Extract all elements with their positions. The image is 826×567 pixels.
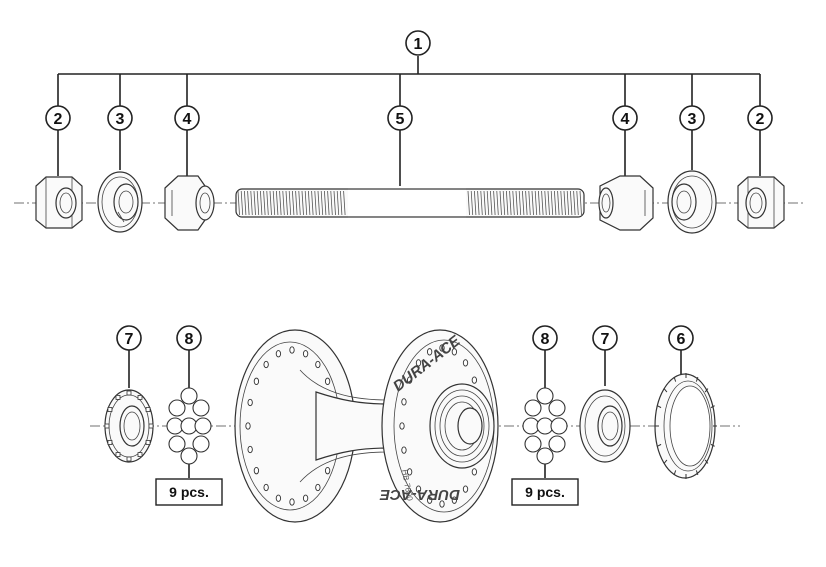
ball-bearing (168, 435, 186, 453)
ball-bearing (180, 387, 198, 405)
callout-6: 6 (668, 325, 694, 351)
lock-nut-right (737, 176, 785, 229)
svg-text:2: 2 (756, 111, 765, 128)
axle-threads-left (237, 190, 346, 216)
callout-5: 5 (387, 105, 413, 131)
pcs-box-right: 9 pcs. (511, 478, 579, 506)
brand-label-bottom: DURA-ACE (379, 486, 460, 503)
cone-left (164, 175, 215, 231)
bearing-ring-right (579, 389, 631, 463)
svg-text:4: 4 (183, 111, 192, 128)
svg-text:7: 7 (601, 331, 610, 348)
svg-text:9 pcs.: 9 pcs. (525, 484, 565, 500)
lock-nut-left (35, 176, 83, 229)
hub-body: DURA-ACE DURA-ACE HB-7600 (234, 329, 499, 523)
ball-bearing (536, 387, 554, 405)
callout-3-right: 3 (679, 105, 705, 131)
ball-bearing (168, 399, 186, 417)
axle-assembly: 1 2 3 4 5 4 3 2 (14, 30, 806, 234)
svg-text:8: 8 (185, 331, 194, 348)
callout-4-left: 4 (174, 105, 200, 131)
svg-text:5: 5 (396, 111, 405, 128)
callout-8-right: 8 (532, 325, 558, 351)
ball-bearings-right (522, 387, 568, 465)
callout-8-left: 8 (176, 325, 202, 351)
axle-threads-right (467, 190, 582, 216)
washer-left (97, 171, 143, 233)
pcs-box-left: 9 pcs. (155, 478, 223, 506)
ball-bearing (536, 447, 554, 465)
hub-assembly: 7 8 8 7 6 9 pcs. (90, 325, 740, 523)
svg-text:7: 7 (125, 331, 134, 348)
svg-text:6: 6 (677, 331, 686, 348)
ball-bearing (192, 399, 210, 417)
ball-bearing (550, 417, 568, 435)
washer-right (667, 170, 717, 234)
callout-2-right: 2 (747, 105, 773, 131)
ball-bearing (180, 447, 198, 465)
svg-text:3: 3 (688, 111, 697, 128)
callout-3-left: 3 (107, 105, 133, 131)
svg-text:3: 3 (116, 111, 125, 128)
callout-2-left: 2 (45, 105, 71, 131)
svg-text:8: 8 (541, 331, 550, 348)
axle (235, 188, 585, 218)
callout-7-right: 7 (592, 325, 618, 351)
callout-1: 1 (405, 30, 431, 56)
lock-ring (654, 373, 717, 479)
ball-bearing (524, 435, 542, 453)
svg-text:1: 1 (414, 36, 423, 53)
ball-bearings-left (166, 387, 212, 465)
ball-bearing (524, 399, 542, 417)
svg-text:9 pcs.: 9 pcs. (169, 484, 209, 500)
ball-bearing (548, 435, 566, 453)
svg-text:4: 4 (621, 111, 630, 128)
ball-bearing (192, 435, 210, 453)
svg-text:2: 2 (54, 111, 63, 128)
ball-bearing (548, 399, 566, 417)
cone-right (598, 175, 654, 231)
callout-7-left: 7 (116, 325, 142, 351)
callout-4-right: 4 (612, 105, 638, 131)
ball-bearing (194, 417, 212, 435)
dust-cap-left (104, 389, 154, 463)
